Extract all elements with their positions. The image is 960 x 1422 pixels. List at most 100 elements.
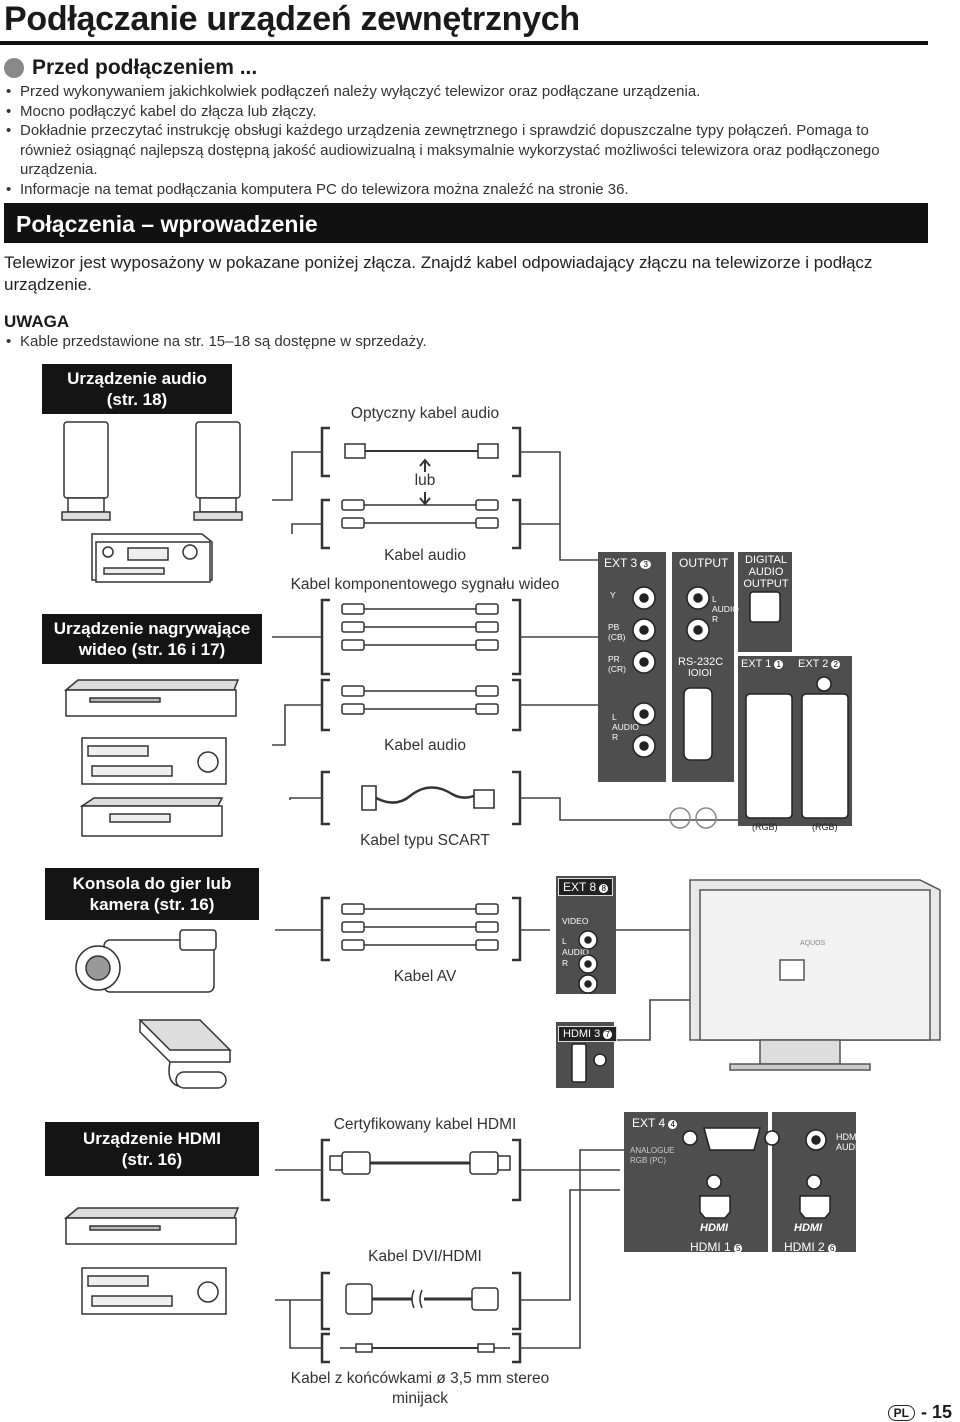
list-item: Dokładnie przeczytać instrukcję obsługi … — [4, 121, 924, 180]
connector-line — [272, 451, 322, 501]
page-title: Podłączanie urządzeń zewnętrznych — [4, 0, 580, 38]
list-item: Mocno podłączyć kabel do złącza lub złąc… — [4, 102, 924, 122]
video-label: VIDEO — [562, 916, 589, 926]
label-line: AUDIO — [562, 947, 589, 957]
ext1-text: EXT 1 — [741, 658, 772, 670]
label-line: PR — [608, 654, 620, 664]
device-label-hdmi: Urządzenie HDMI (str. 16) — [45, 1122, 259, 1176]
label-line: L — [612, 712, 617, 722]
cable-minijack-caption: Kabel z końcówkami ø 3,5 mm stereo minij… — [275, 1369, 565, 1409]
rs232-symbol: IOIOI — [688, 668, 712, 679]
ext8-label: EXT 8 8 — [558, 878, 613, 896]
connector-line — [520, 797, 740, 821]
or-arrow-icon — [419, 458, 431, 506]
optical-port-icon — [749, 591, 781, 623]
hdmi-port-icon — [699, 1195, 731, 1219]
device-label-line: Urządzenie audio — [67, 369, 207, 388]
hdmi-receiver-icon — [81, 1267, 227, 1315]
output-label: OUTPUT — [679, 556, 729, 570]
page-number: PL - 15 — [887, 1402, 952, 1422]
screw-icon — [706, 1174, 722, 1190]
hdmi-port-icon — [799, 1195, 831, 1219]
ext4-label: EXT 4 4 — [632, 1116, 677, 1130]
language-badge: PL — [887, 1404, 915, 1421]
label-line: AUDIO — [612, 722, 639, 732]
before-bullet-list: Przed wykonywaniem jakichkolwiek podłącz… — [4, 82, 924, 199]
cable-or-caption: lub — [414, 472, 436, 489]
ext2-text: EXT 2 — [798, 658, 829, 670]
vga-port-icon — [703, 1127, 761, 1151]
cable-hdmi-caption: Certyfikowany kabel HDMI — [333, 1116, 517, 1133]
label-line: R — [712, 614, 719, 624]
scart-port-icon — [801, 693, 849, 819]
rs232-label: RS-232C — [678, 656, 724, 668]
av-receiver-icon — [81, 737, 227, 785]
bracket — [320, 1271, 522, 1331]
screw-icon — [764, 1130, 780, 1146]
connector-line — [289, 797, 322, 800]
connector-line — [600, 999, 720, 1041]
device-label-line: Urządzenie nagrywające — [53, 619, 251, 638]
connector-line — [272, 704, 322, 746]
device-label-recorder: Urządzenie nagrywające wideo (str. 16 i … — [42, 614, 262, 664]
rgb2-label: (RGB) — [812, 822, 838, 832]
speaker-icon — [61, 421, 243, 521]
label-line: (CB) — [608, 632, 626, 642]
analogue-rgb-label: ANALOGUE RGB (PC) — [630, 1146, 674, 1166]
label-line: AUDIO (R/L) — [836, 1142, 888, 1152]
tv-rear-icon — [689, 879, 941, 1071]
label-line: L — [562, 936, 567, 946]
rgb1-label: (RGB) — [752, 822, 778, 832]
bullet-circle-icon — [4, 58, 24, 78]
screw-icon — [682, 1130, 698, 1146]
dvd-recorder-icon — [63, 679, 240, 717]
game-console-icon — [138, 1019, 232, 1089]
cable-audio-caption: Kabel audio — [384, 547, 466, 564]
section-intro: Telewizor jest wyposażony w pokazane pon… — [4, 253, 873, 294]
hdmi1-text: HDMI 1 — [690, 1240, 731, 1254]
audio-lr-label: L AUDIO R — [612, 712, 639, 742]
hdmi2-pc-audio-label: HDMI 2/PC AUDIO (R/L) — [836, 1132, 887, 1152]
ext4-text: EXT 4 — [632, 1116, 666, 1130]
hdmi2-label: HDMI 2 6 — [784, 1240, 837, 1254]
label-line: HDMI 2/PC — [836, 1132, 882, 1142]
ext4-number: 4 — [668, 1120, 677, 1129]
screw-icon — [593, 1053, 607, 1067]
ext1-label: EXT 1 1 — [741, 658, 783, 670]
device-label-line: Urządzenie HDMI — [83, 1129, 221, 1148]
ext3-text: EXT 3 — [604, 556, 638, 570]
screw-icon — [669, 807, 691, 829]
hdmi3-number: 7 — [603, 1030, 612, 1039]
screw-icon — [695, 807, 717, 829]
page-number-text: - 15 — [920, 1402, 952, 1422]
label-line: DIGITAL — [745, 554, 787, 566]
list-item: Informacje na temat podłączania komputer… — [4, 180, 924, 200]
camcorder-icon — [75, 929, 217, 993]
section-heading: Połączenia – wprowadzenie — [4, 203, 928, 243]
ext3-label: EXT 3 3 — [604, 556, 651, 570]
hdmi2-number: 6 — [828, 1244, 837, 1253]
hdmi1-label: HDMI 1 5 — [690, 1240, 743, 1254]
cable-audio-caption: Kabel audio — [384, 737, 466, 754]
panel-side-sockets — [571, 930, 607, 1083]
ext2-number: 2 — [831, 660, 840, 669]
caption-line: Kabel z końcówkami ø 3,5 mm stereo — [290, 1370, 550, 1387]
hdmi1-number: 5 — [734, 1244, 743, 1253]
scart-cable-icon — [361, 785, 495, 811]
ground-screw-icon — [816, 676, 832, 692]
label-line: L — [712, 594, 717, 604]
optical-cable-icon — [344, 443, 499, 459]
cable-optical-caption: Optyczny kabel audio — [350, 405, 500, 422]
label-line: R — [612, 732, 619, 742]
device-label-line: (str. 18) — [106, 390, 168, 409]
hdmi-port-icon — [571, 1043, 587, 1083]
before-heading: Przed podłączeniem ... — [4, 56, 257, 80]
connector-line — [291, 523, 322, 534]
rca-cable-icon — [341, 685, 499, 715]
hdmi-player-icon — [63, 1207, 240, 1245]
side-audio-label: L AUDIO R — [562, 936, 589, 969]
label-line: RGB (PC) — [630, 1156, 666, 1165]
ext2-label: EXT 2 2 — [798, 658, 840, 670]
panel-bottom-sockets — [682, 1127, 831, 1219]
